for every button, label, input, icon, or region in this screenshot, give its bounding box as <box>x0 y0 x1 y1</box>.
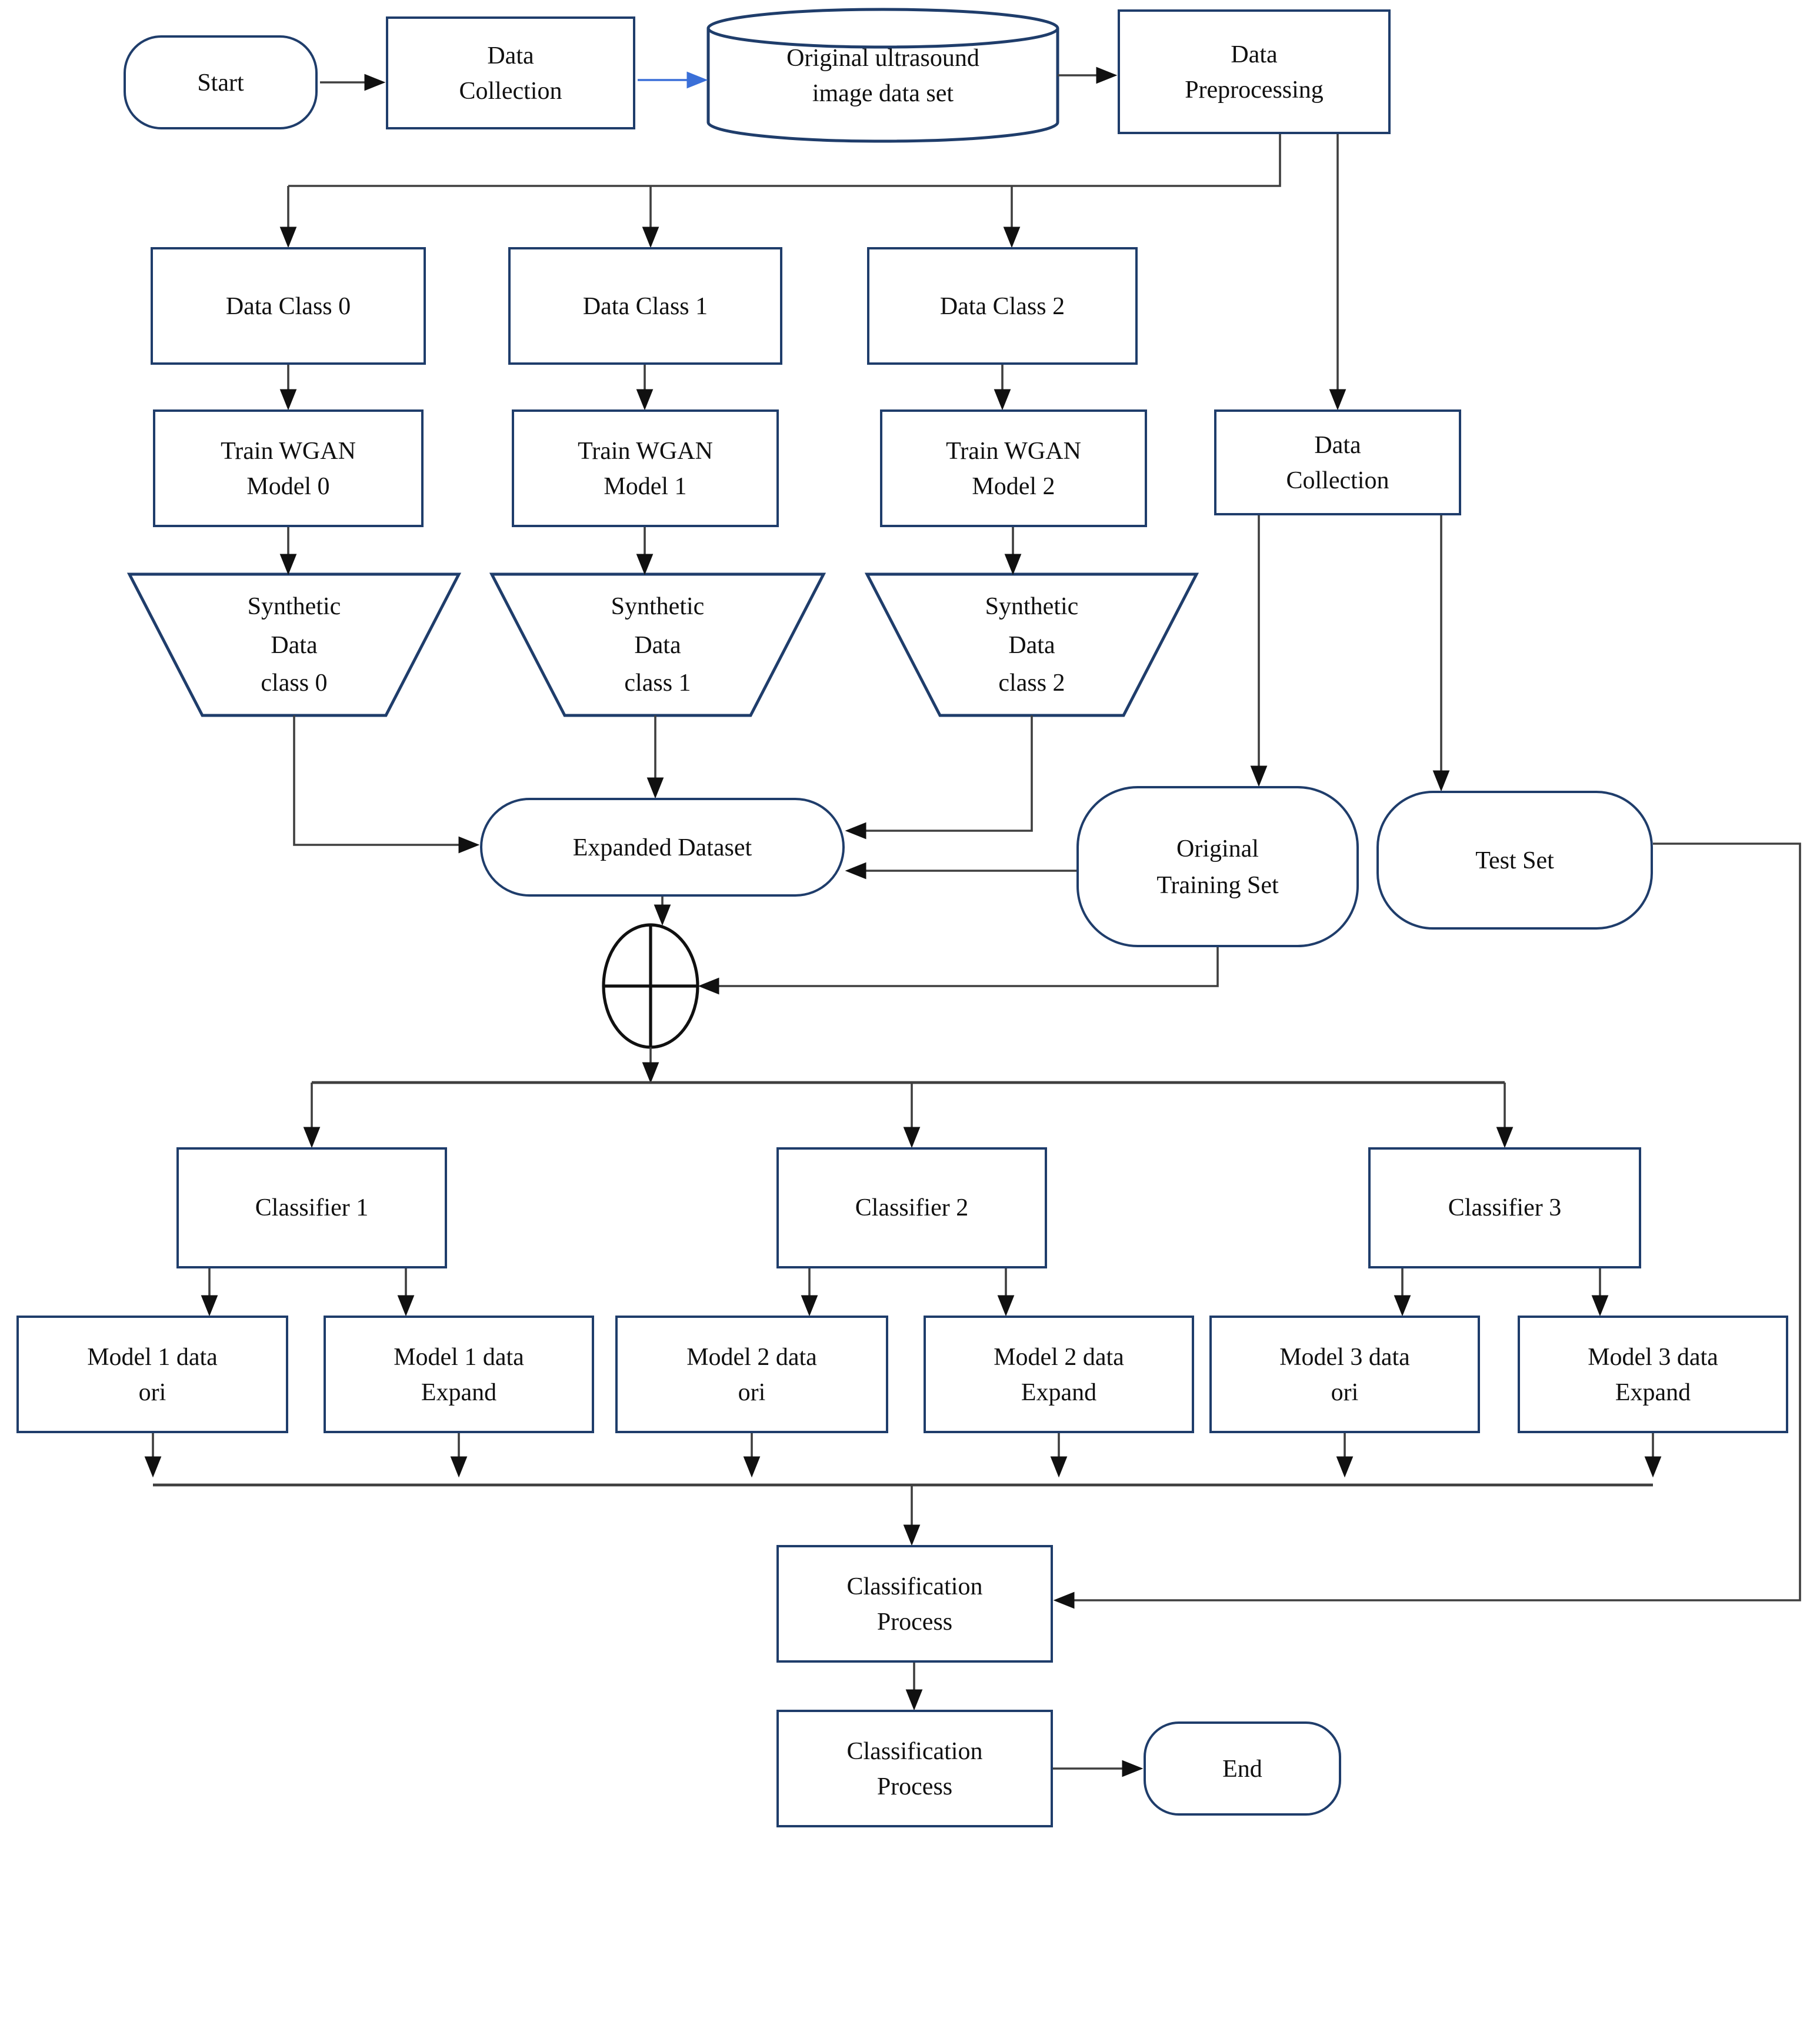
edge-testset-to-cp1 <box>1053 843 1801 1609</box>
node-end-label: End <box>1222 1754 1262 1783</box>
node-classification-process-2: Classification Process <box>776 1710 1053 1827</box>
node-start: Start <box>124 35 318 129</box>
node-end: End <box>1144 1721 1341 1816</box>
node-data-class-1-label: Data Class 1 <box>582 291 708 320</box>
node-synthetic-class0-label: Synthetic Data class 0 <box>247 592 341 697</box>
node-data-class-0-label: Data Class 0 <box>225 291 351 320</box>
node-model3-data-ori-label: Model 3 data ori <box>1279 1342 1410 1406</box>
node-original-ultrasound-dataset: Original ultrasound image data set <box>708 16 1058 134</box>
trapezoid-synthetic-class1 <box>489 572 826 717</box>
node-classification-process-2-label: Classification Process <box>846 1736 983 1800</box>
node-classifier-3-label: Classifier 3 <box>1448 1193 1562 1222</box>
edge-training-to-xor <box>698 947 1219 995</box>
node-data-class-0: Data Class 0 <box>151 247 426 365</box>
node-data-collection-right: Data Collection <box>1214 409 1461 515</box>
node-original-training-set: Original Training Set <box>1076 786 1359 947</box>
node-classifier-2-label: Classifier 2 <box>855 1193 969 1222</box>
node-train-wgan-2: Train WGAN Model 2 <box>880 409 1147 527</box>
node-model3-data-expand-label: Model 3 data Expand <box>1588 1342 1718 1406</box>
node-synthetic-class2: Synthetic Data class 2 <box>867 574 1196 715</box>
node-model3-data-expand: Model 3 data Expand <box>1518 1316 1788 1433</box>
node-data-collection-top: Data Collection <box>386 16 635 129</box>
node-synthetic-class1: Synthetic Data class 1 <box>492 574 824 715</box>
node-start-label: Start <box>197 68 244 96</box>
node-expanded-dataset-label: Expanded Dataset <box>572 832 752 861</box>
node-model2-data-expand: Model 2 data Expand <box>924 1316 1194 1433</box>
node-classifier-1: Classifier 1 <box>176 1147 447 1268</box>
node-classification-process-1-label: Classification Process <box>846 1571 983 1636</box>
node-classification-process-1: Classification Process <box>776 1545 1053 1663</box>
node-model1-data-expand-label: Model 1 data Expand <box>394 1342 524 1406</box>
node-train-wgan-2-label: Train WGAN Model 2 <box>946 436 1081 500</box>
trapezoid-synthetic-class0 <box>126 572 462 717</box>
node-train-wgan-0-label: Train WGAN Model 0 <box>221 436 356 500</box>
node-train-wgan-1: Train WGAN Model 1 <box>512 409 779 527</box>
node-original-ultrasound-dataset-label: Original ultrasound image data set <box>786 43 979 107</box>
node-expanded-dataset: Expanded Dataset <box>480 798 845 897</box>
node-model1-data-expand: Model 1 data Expand <box>324 1316 594 1433</box>
node-data-class-2: Data Class 2 <box>867 247 1138 365</box>
edge-syn0-to-expanded <box>293 715 480 854</box>
node-data-preprocessing-label: Data Preprocessing <box>1185 39 1324 104</box>
node-test-set: Test Set <box>1376 791 1653 930</box>
node-synthetic-class2-label: Synthetic Data class 2 <box>985 592 1079 697</box>
node-model2-data-expand-label: Model 2 data Expand <box>994 1342 1124 1406</box>
node-model1-data-ori-label: Model 1 data ori <box>87 1342 218 1406</box>
database-cylinder-shape <box>706 8 1059 143</box>
node-model3-data-ori: Model 3 data ori <box>1209 1316 1480 1433</box>
node-model2-data-ori: Model 2 data ori <box>615 1316 888 1433</box>
edge-syn2-to-expanded <box>845 715 1033 840</box>
node-data-class-1: Data Class 1 <box>508 247 782 365</box>
node-data-class-2-label: Data Class 2 <box>939 291 1065 320</box>
trapezoid-synthetic-class2 <box>864 572 1199 717</box>
xor-merge-symbol <box>602 923 699 1049</box>
node-train-wgan-0: Train WGAN Model 0 <box>153 409 424 527</box>
node-synthetic-class1-label: Synthetic Data class 1 <box>611 592 705 697</box>
node-test-set-label: Test Set <box>1475 845 1554 874</box>
node-data-collection-top-label: Data Collection <box>459 41 562 105</box>
node-synthetic-class0: Synthetic Data class 0 <box>129 574 459 715</box>
node-classifier-1-label: Classifier 1 <box>255 1193 369 1222</box>
node-classifier-2: Classifier 2 <box>776 1147 1047 1268</box>
node-classifier-3: Classifier 3 <box>1368 1147 1641 1268</box>
node-data-preprocessing: Data Preprocessing <box>1118 9 1391 134</box>
node-train-wgan-1-label: Train WGAN Model 1 <box>578 436 713 500</box>
node-data-collection-right-label: Data Collection <box>1286 430 1389 494</box>
edge-preprocessing-branch-trunk <box>288 134 1281 187</box>
node-model2-data-ori-label: Model 2 data ori <box>686 1342 817 1406</box>
node-model1-data-ori: Model 1 data ori <box>16 1316 288 1433</box>
node-original-training-set-label: Original Training Set <box>1156 834 1279 898</box>
